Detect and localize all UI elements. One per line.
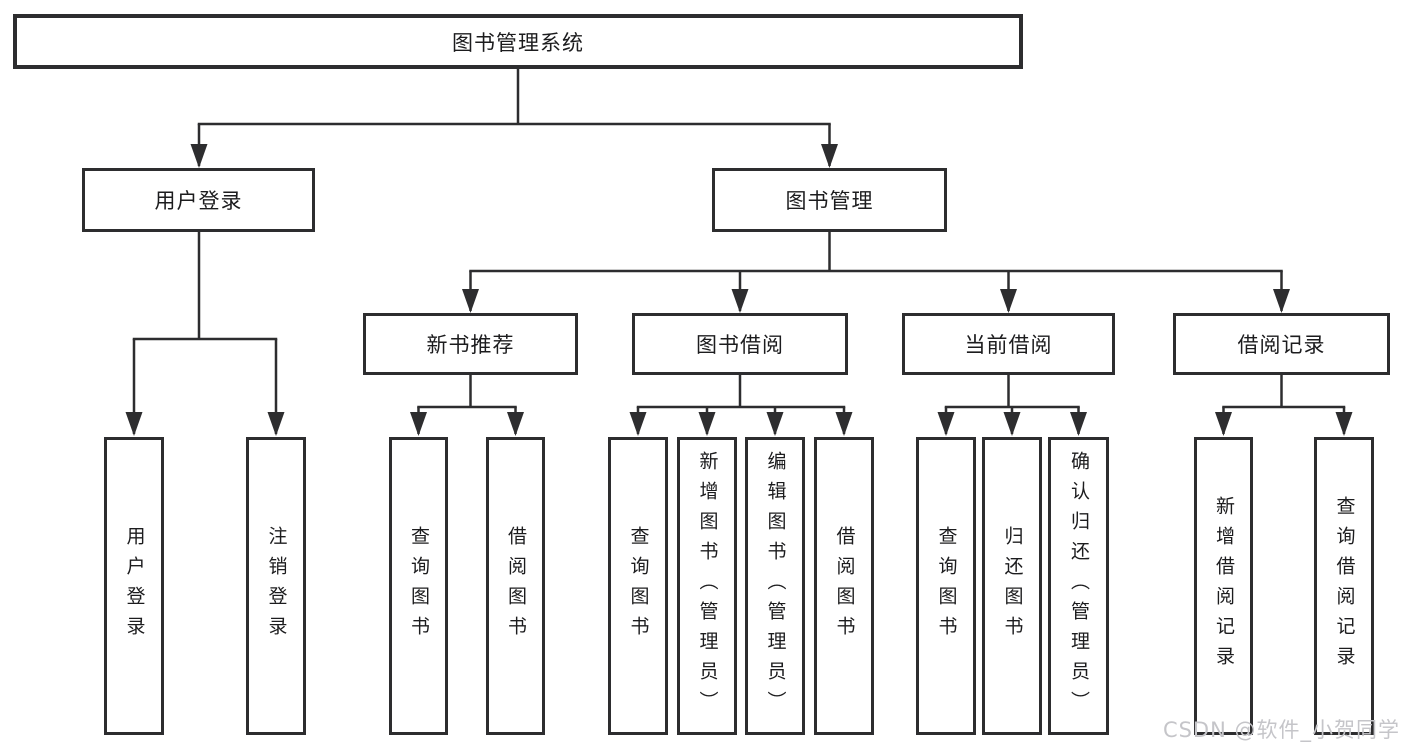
leaf-label: 归还图书 [1001, 526, 1024, 646]
leaf-borrow-books: 借阅图书 [814, 437, 874, 735]
leaf-query-books-recommend: 查询图书 [389, 437, 448, 735]
node-label: 借阅记录 [1237, 333, 1326, 357]
leaf-label: 借阅图书 [833, 526, 856, 646]
leaf-query-borrow-record: 查询借阅记录 [1314, 437, 1374, 735]
node-book-management: 图书管理 [712, 168, 947, 232]
node-new-book-recommendation: 新书推荐 [363, 313, 578, 375]
leaf-return-books: 归还图书 [982, 437, 1042, 735]
node-label: 用户登录 [154, 189, 243, 213]
leaf-label: 借阅图书 [505, 526, 527, 646]
leaf-label: 用户登录 [123, 526, 146, 646]
leaf-label: 查询图书 [627, 526, 650, 646]
leaf-label: 查询图书 [408, 526, 430, 646]
node-current-borrowing: 当前借阅 [902, 313, 1115, 375]
leaf-confirm-return-admin: 确认归还（管理员） [1048, 437, 1109, 735]
leaf-edit-books-admin: 编辑图书（管理员） [745, 437, 805, 735]
node-label: 图书管理 [785, 189, 874, 213]
leaf-add-borrow-record: 新增借阅记录 [1194, 437, 1253, 735]
node-book-borrowing: 图书借阅 [632, 313, 848, 375]
leaf-label: 查询借阅记录 [1333, 496, 1356, 676]
node-library-management-system: 图书管理系统 [13, 14, 1023, 69]
leaf-label: 新增借阅记录 [1213, 496, 1235, 676]
leaf-add-books-admin: 新增图书（管理员） [677, 437, 737, 735]
leaf-borrow-books-recommend: 借阅图书 [486, 437, 545, 735]
leaf-user-login: 用户登录 [104, 437, 164, 735]
leaf-query-books-borrow: 查询图书 [608, 437, 668, 735]
leaf-label: 编辑图书（管理员） [764, 451, 787, 721]
leaf-label: 查询图书 [935, 526, 958, 646]
node-borrowing-records: 借阅记录 [1173, 313, 1390, 375]
node-label: 图书管理系统 [452, 30, 584, 55]
leaf-label: 新增图书（管理员） [696, 451, 719, 721]
node-label: 图书借阅 [696, 333, 784, 357]
leaf-query-books-current: 查询图书 [916, 437, 976, 735]
node-user-login: 用户登录 [82, 168, 315, 232]
node-label: 新书推荐 [426, 333, 515, 357]
arrow-connectors [125, 124, 1353, 436]
leaf-label: 确认归还（管理员） [1068, 451, 1090, 721]
node-label: 当前借阅 [964, 333, 1053, 357]
leaf-logout: 注销登录 [246, 437, 306, 735]
leaf-label: 注销登录 [265, 526, 288, 646]
csdn-watermark: CSDN @软件_小贺同学 [1162, 718, 1400, 742]
